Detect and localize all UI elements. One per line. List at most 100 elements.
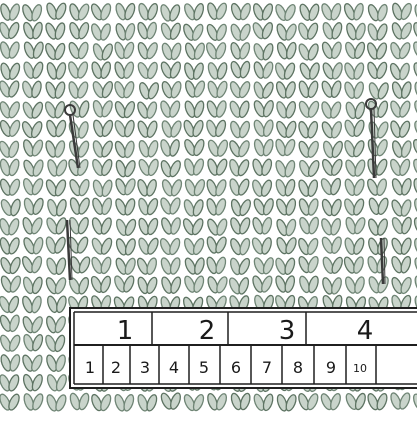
stitch [68, 140, 91, 159]
stitch [113, 41, 136, 60]
stitch-leg [169, 120, 183, 139]
stitch [21, 101, 44, 120]
stitch [22, 393, 45, 412]
stitch-leg [8, 314, 21, 333]
stitch-leg [330, 198, 343, 217]
stitch-leg [412, 216, 417, 235]
stitch [46, 198, 68, 217]
stitch [298, 216, 320, 235]
stitch-leg [53, 140, 66, 159]
stitch [44, 42, 67, 61]
stitch [68, 392, 90, 411]
stitch [366, 3, 389, 22]
stitch-leg [145, 257, 158, 276]
stitch-leg [329, 101, 343, 120]
stitch [274, 3, 297, 22]
stitch [297, 100, 320, 119]
stitch-leg [376, 197, 390, 216]
stitch-leg [122, 61, 135, 80]
stitch-leg [169, 257, 182, 276]
stitch [115, 238, 138, 257]
stitch-leg [146, 81, 160, 100]
stitch-leg [122, 100, 136, 119]
stitch-leg [376, 218, 390, 237]
stitch [390, 216, 413, 235]
stitch-leg [283, 138, 297, 157]
stitch [0, 334, 22, 353]
minor-label-2: 2 [111, 358, 121, 377]
stitch-leg [191, 199, 205, 218]
stitch-leg [214, 178, 228, 197]
stitch-leg [329, 2, 342, 21]
stitch [297, 392, 320, 411]
stitch-leg [285, 41, 298, 60]
stitch [391, 140, 413, 159]
stitch [183, 158, 206, 177]
stitch [182, 23, 205, 42]
stitch-leg [376, 82, 390, 101]
stitch-leg [306, 237, 320, 256]
stitch [252, 197, 275, 216]
stitch [366, 178, 389, 197]
stitch [297, 80, 319, 99]
stitch-leg [352, 198, 366, 217]
stitch [45, 2, 68, 21]
stitch-leg [261, 61, 275, 80]
stitch [43, 100, 66, 119]
stitch-leg [31, 276, 44, 295]
stitch [90, 237, 113, 256]
stitch [275, 198, 298, 217]
stitch [390, 237, 413, 256]
stitch-leg [306, 22, 320, 41]
stitch-leg [260, 21, 274, 40]
stitch [184, 42, 207, 61]
stitch [136, 393, 158, 412]
stitch-leg [146, 158, 160, 177]
stitch-leg [8, 3, 22, 22]
stitch [320, 217, 343, 236]
stitch [0, 275, 23, 294]
stitch [412, 62, 417, 81]
stitch-leg [146, 61, 160, 80]
stitch [114, 22, 136, 41]
stitch [321, 256, 344, 275]
stitch [366, 42, 389, 61]
stitch-leg [238, 23, 252, 42]
stitch [159, 4, 182, 23]
stitch-leg [413, 120, 417, 139]
stitch-leg [122, 393, 135, 412]
stitch-leg [7, 237, 21, 256]
stitch [343, 198, 366, 217]
stitch [342, 256, 365, 275]
stitch [367, 275, 390, 294]
stitch [183, 138, 206, 157]
stitch-leg [76, 81, 90, 100]
stitch [320, 120, 343, 139]
stitch [159, 100, 182, 119]
stitch-leg [413, 256, 417, 275]
stitch-leg [55, 198, 68, 217]
stitch [343, 81, 365, 100]
stitch [0, 140, 20, 159]
stitch [137, 197, 160, 216]
stitch [413, 256, 417, 275]
stitch-leg [398, 158, 412, 177]
minor-label-8: 8 [293, 358, 303, 377]
stitch [89, 275, 112, 294]
stitch [22, 21, 44, 40]
minor-label-7: 7 [262, 358, 272, 377]
stitch-leg [330, 21, 343, 40]
stitch-leg [123, 198, 137, 217]
stitch-leg [262, 138, 275, 157]
stitch-leg [215, 23, 229, 42]
stitch [251, 216, 273, 235]
stitch [275, 236, 298, 255]
stitch [21, 216, 44, 235]
stitch [0, 62, 22, 81]
stitch-leg [260, 158, 273, 177]
stitch [21, 80, 43, 99]
stitch [45, 257, 67, 276]
stitch [389, 120, 412, 139]
stitch [0, 80, 21, 99]
stitch [45, 394, 68, 413]
